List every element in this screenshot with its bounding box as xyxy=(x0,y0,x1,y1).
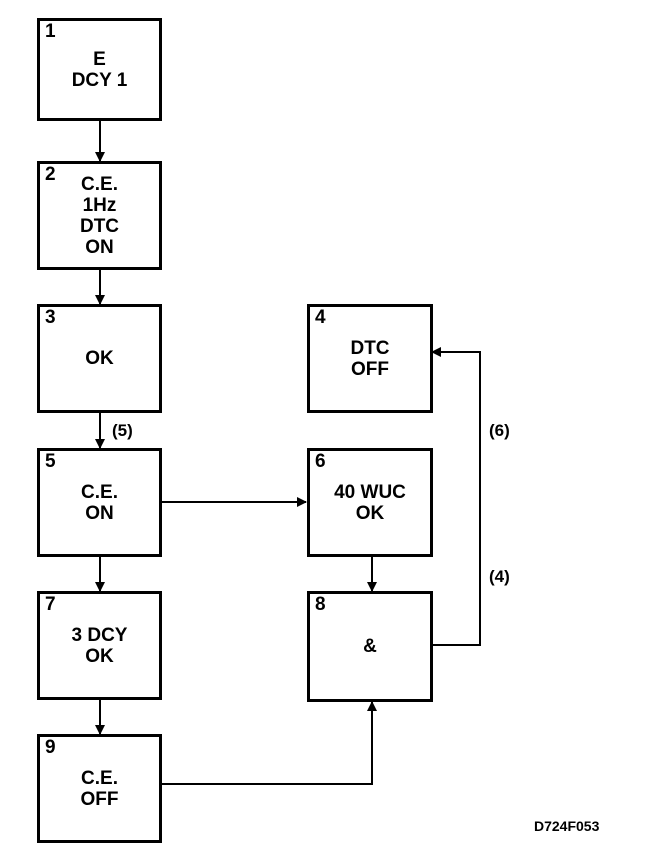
block-3: 3 OK xyxy=(37,304,162,413)
block-8: 8 & xyxy=(307,591,433,702)
block-7: 7 3 DCY OK xyxy=(37,591,162,700)
block-4: 4 DTC OFF xyxy=(307,304,433,413)
block-number: 6 xyxy=(315,451,326,472)
block-text: C.E. ON xyxy=(81,481,118,524)
edge-label-6: (6) xyxy=(489,421,510,440)
edge-label-4: (4) xyxy=(489,567,510,586)
block-text: & xyxy=(363,636,377,657)
edge-label-5: (5) xyxy=(112,421,133,440)
block-number: 2 xyxy=(45,164,56,185)
block-text: 40 WUC OK xyxy=(334,481,406,524)
block-9: 9 C.E. OFF xyxy=(37,734,162,843)
block-text: DTC OFF xyxy=(350,337,390,380)
block-number: 5 xyxy=(45,451,56,472)
arrow-9-to-8 xyxy=(162,701,377,785)
block-1: 1 E DCY 1 xyxy=(37,18,162,121)
figure-id: D724F053 xyxy=(534,818,600,834)
block-number: 1 xyxy=(45,21,56,42)
block-6: 6 40 WUC OK xyxy=(307,448,433,557)
block-text: OK xyxy=(85,348,114,369)
block-2: 2 C.E. 1Hz DTC ON xyxy=(37,161,162,270)
block-text: E DCY 1 xyxy=(71,48,128,91)
block-text: C.E. 1Hz DTC ON xyxy=(79,173,120,258)
block-text: 3 DCY OK xyxy=(71,624,128,667)
block-number: 7 xyxy=(45,594,56,615)
arrow-8-to-4 xyxy=(431,347,481,646)
block-number: 3 xyxy=(45,307,56,328)
block-number: 4 xyxy=(315,307,326,328)
block-number: 8 xyxy=(315,594,326,615)
block-text: C.E. OFF xyxy=(80,767,119,810)
block-5: 5 C.E. ON xyxy=(37,448,162,557)
block-number: 9 xyxy=(45,737,56,758)
